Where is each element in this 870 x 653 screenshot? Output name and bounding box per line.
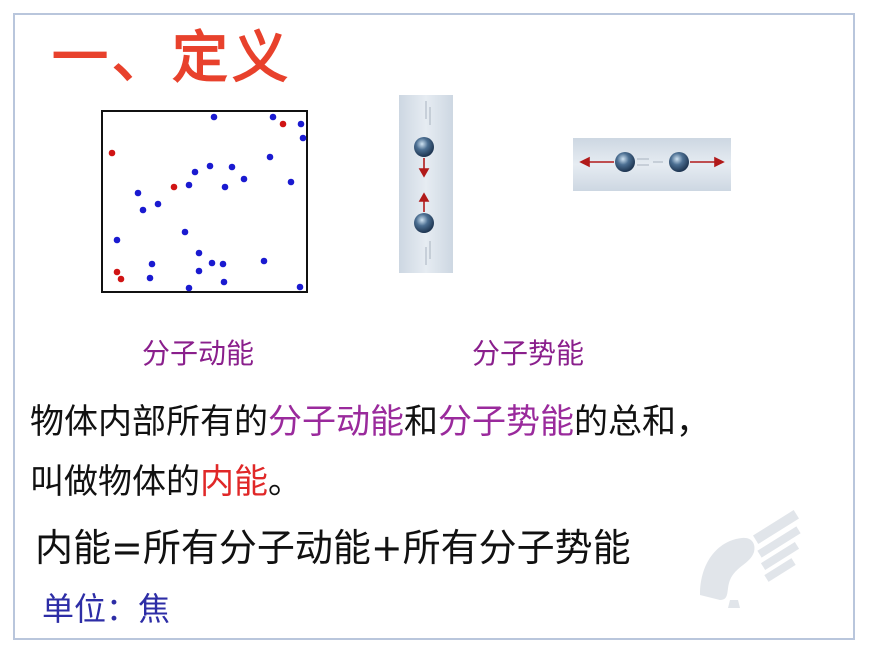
blue-molecule <box>154 200 162 208</box>
blue-molecule <box>208 259 216 267</box>
blue-molecule <box>134 189 142 197</box>
blue-molecule <box>240 175 248 183</box>
blue-molecule <box>269 113 277 121</box>
blue-molecule <box>228 163 236 171</box>
red-molecule <box>108 149 116 157</box>
blue-molecule <box>113 236 121 244</box>
slide-title: 一、定义 <box>52 25 292 91</box>
repulsion-arrows <box>579 156 725 168</box>
blue-molecule <box>195 249 203 257</box>
blue-molecule <box>220 278 228 286</box>
blue-molecule <box>191 168 199 176</box>
kinetic-energy-term: 分子动能 <box>268 402 404 442</box>
red-molecule <box>279 120 287 128</box>
definition-text: 。 <box>268 462 302 502</box>
red-molecule <box>113 268 121 276</box>
molecule-ball-top <box>414 137 434 157</box>
unit-label: 单位：焦 <box>42 590 171 628</box>
blue-molecule <box>260 257 268 265</box>
blue-molecule <box>296 283 304 291</box>
red-molecule <box>117 275 125 283</box>
kinetic-energy-label: 分子动能 <box>142 337 255 370</box>
potential-energy-term: 分子势能 <box>438 402 574 442</box>
blue-molecule <box>219 260 227 268</box>
definition-line-1: 物体内部所有的分子动能和分子势能的总和， <box>30 399 710 445</box>
internal-energy-term: 内能 <box>200 462 268 502</box>
definition-text: 和 <box>404 402 438 442</box>
blue-molecule <box>297 120 305 128</box>
blue-molecule <box>266 153 274 161</box>
blue-molecule <box>299 134 307 142</box>
horizontal-molecule-pair-panel <box>573 138 731 191</box>
molecule-ball-right <box>669 152 689 172</box>
molecule-ball-bottom <box>414 213 434 233</box>
blue-molecule <box>195 267 203 275</box>
molecule-motion-box <box>101 110 308 293</box>
red-molecule <box>170 183 178 191</box>
blue-molecule <box>139 206 147 214</box>
blue-molecule <box>181 228 189 236</box>
molecule-ball-left <box>615 152 635 172</box>
definition-text: 叫做物体的 <box>30 462 200 502</box>
potential-energy-label: 分子势能 <box>472 337 585 370</box>
blue-molecule <box>185 181 193 189</box>
blue-molecule <box>185 284 193 292</box>
molecule-dots <box>108 113 307 292</box>
blue-molecule <box>287 178 295 186</box>
blue-molecule <box>206 162 214 170</box>
definition-line-2: 叫做物体的内能。 <box>30 459 302 505</box>
definition-text: 的总和， <box>574 402 710 442</box>
blue-molecule <box>210 113 218 121</box>
definition-text: 物体内部所有的 <box>30 402 268 442</box>
blue-molecule <box>146 274 154 282</box>
blue-molecule <box>221 183 229 191</box>
blue-molecule <box>148 260 156 268</box>
vertical-molecule-pair-panel <box>399 95 453 273</box>
watermark-logo <box>700 510 801 608</box>
internal-energy-formula: 内能=所有分子动能+所有分子势能 <box>35 526 631 570</box>
attraction-arrows <box>418 158 430 212</box>
